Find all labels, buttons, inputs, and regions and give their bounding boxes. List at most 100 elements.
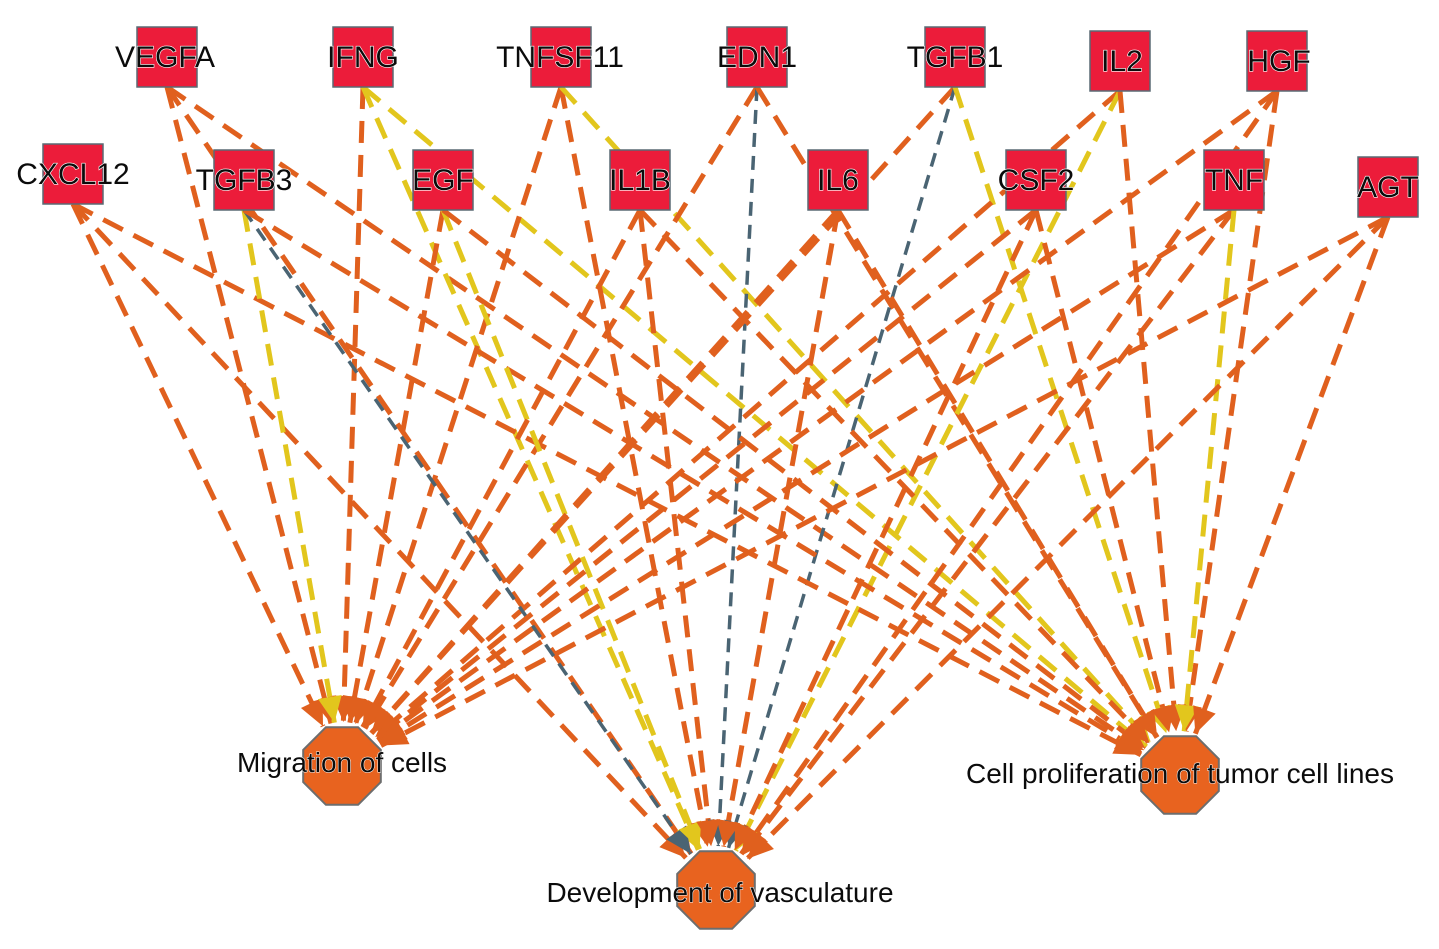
- edge-il6-to-proliferation: [835, 208, 1160, 739]
- edge-il1b-to-vasculature: [637, 209, 714, 847]
- gene-node-vegfa[interactable]: VEGFA: [114, 26, 216, 88]
- edge-il2-to-vasculature: [733, 89, 1123, 852]
- edge-hgf-to-vasculature: [739, 89, 1280, 856]
- square-shape: [1357, 156, 1419, 218]
- square-shape: [1203, 149, 1265, 211]
- edge-tgfb3-to-migration: [241, 209, 337, 724]
- octagon-shape: [676, 850, 756, 930]
- gene-node-tgfb3[interactable]: TGFB3: [195, 149, 293, 211]
- edge-cxcl12-to-proliferation: [71, 201, 1143, 758]
- gene-node-il1b[interactable]: IL1B: [609, 149, 671, 211]
- edges-layer: [70, 84, 1391, 861]
- edge-egf-to-migration: [347, 209, 446, 724]
- gene-label: EDN1: [717, 41, 797, 74]
- edge-il2-to-migration: [373, 89, 1122, 740]
- arrowhead-il6-to-migration: [371, 705, 398, 734]
- gene-label: TNF: [1205, 164, 1263, 197]
- square-shape: [332, 26, 394, 88]
- arrowhead-agt-to-vasculature: [747, 831, 774, 859]
- arrowhead-tnf-to-proliferation: [1174, 704, 1199, 732]
- gene-node-ifng[interactable]: IFNG: [327, 26, 399, 88]
- gene-node-tnfsf11[interactable]: TNFSF11: [496, 26, 624, 88]
- arrowhead-agt-to-migration: [380, 722, 410, 746]
- edge-il2-to-proliferation: [1117, 90, 1179, 732]
- gene-label: CXCL12: [16, 158, 129, 191]
- edge-ifng-to-vasculature: [360, 85, 701, 851]
- function-node-vasculature[interactable]: Development of vasculature: [546, 850, 894, 930]
- gene-node-il2[interactable]: IL2: [1089, 30, 1151, 92]
- gene-label: TGFB1: [907, 41, 1004, 74]
- edge-il6-to-vasculature: [721, 209, 841, 848]
- gene-label: HGF: [1247, 45, 1310, 78]
- function-node-migration[interactable]: Migration of cells: [236, 726, 448, 806]
- gene-node-edn1[interactable]: EDN1: [716, 26, 798, 88]
- edge-edn1-to-migration: [362, 85, 760, 730]
- gene-node-hgf[interactable]: HGF: [1246, 30, 1311, 92]
- edge-csf2-to-proliferation: [1033, 209, 1172, 733]
- edge-il1b-to-migration: [360, 208, 643, 729]
- square-shape: [530, 26, 592, 88]
- arrowhead-cxcl12-to-vasculature: [659, 830, 686, 858]
- edge-agt-to-migration: [379, 214, 1390, 748]
- edge-vegfa-to-migration: [164, 86, 334, 725]
- edge-edn1-to-vasculature: [716, 86, 759, 847]
- gene-label: EGF: [412, 164, 474, 197]
- square-shape: [42, 143, 104, 205]
- arrowheads-layer: [300, 694, 1216, 859]
- edge-csf2-to-migration: [374, 208, 1038, 741]
- gene-label: CSF2: [998, 164, 1075, 197]
- edge-cxcl12-to-migration: [70, 202, 326, 728]
- edge-tgfb3-to-vasculature: [242, 209, 693, 855]
- gene-node-egf[interactable]: EGF: [412, 149, 474, 211]
- edge-tgfb1-to-proliferation: [952, 86, 1169, 734]
- gene-label: IL2: [1101, 45, 1143, 78]
- edge-hgf-to-migration: [376, 88, 1279, 743]
- arrowhead-il1b-to-migration: [362, 698, 386, 728]
- gene-nodes-layer: VEGFA IFNG TNFSF11 EDN1 TGFB1 IL2 HGF CXCL12 TGF…: [16, 26, 1419, 218]
- arrowhead-csf2-to-vasculature: [734, 821, 757, 851]
- edge-ifng-to-proliferation: [361, 85, 1148, 749]
- gene-label: TNFSF11: [496, 41, 624, 74]
- arrowhead-egf-to-vasculature: [678, 820, 702, 850]
- gene-label: AGT: [1357, 171, 1419, 204]
- square-shape: [1005, 149, 1067, 211]
- gene-node-csf2[interactable]: CSF2: [997, 149, 1075, 211]
- square-shape: [609, 149, 671, 211]
- arrowhead-agt-to-proliferation: [1193, 705, 1216, 734]
- edge-cxcl12-to-vasculature: [71, 202, 688, 860]
- gene-label: IL6: [817, 164, 859, 197]
- function-label: Migration of cells: [237, 747, 447, 778]
- gene-node-cxcl12[interactable]: CXCL12: [16, 143, 130, 205]
- gene-node-il6[interactable]: IL6: [807, 149, 869, 211]
- edge-tnf-to-proliferation: [1181, 209, 1237, 732]
- square-shape: [1089, 30, 1151, 92]
- edge-tnfsf11-to-vasculature: [558, 86, 711, 848]
- gene-node-tgfb1[interactable]: TGFB1: [906, 26, 1004, 88]
- arrowhead-egf-to-migration: [342, 694, 367, 723]
- edge-csf2-to-vasculature: [732, 208, 1039, 852]
- edge-tnfsf11-to-migration: [353, 86, 564, 725]
- gene-label: TGFB3: [196, 164, 293, 197]
- arrowhead-tgfb3-to-migration: [318, 694, 342, 723]
- function-label: Cell proliferation of tumor cell lines: [966, 758, 1394, 789]
- arrowhead-il6-to-vasculature: [716, 818, 741, 847]
- edge-egf-to-proliferation: [441, 208, 1147, 751]
- gene-node-tnf[interactable]: TNF: [1203, 149, 1265, 211]
- arrowhead-il1b-to-proliferation: [1122, 716, 1150, 744]
- edge-il1b-to-proliferation: [638, 208, 1152, 745]
- arrowhead-csf2-to-proliferation: [1151, 704, 1175, 733]
- gene-node-agt[interactable]: AGT: [1357, 156, 1419, 218]
- edge-egf-to-vasculature: [440, 209, 702, 851]
- square-shape: [213, 149, 275, 211]
- octagon-shape: [1140, 735, 1220, 815]
- square-shape: [807, 149, 869, 211]
- edge-tgfb3-to-proliferation: [242, 207, 1144, 755]
- arrowhead-il6-to-proliferation: [1133, 708, 1158, 738]
- function-node-proliferation[interactable]: Cell proliferation of tumor cell lines: [966, 735, 1394, 815]
- edge-tgfb1-to-vasculature: [726, 86, 957, 849]
- square-shape: [1246, 30, 1308, 92]
- square-shape: [136, 26, 198, 88]
- edge-agt-to-vasculature: [745, 215, 1390, 861]
